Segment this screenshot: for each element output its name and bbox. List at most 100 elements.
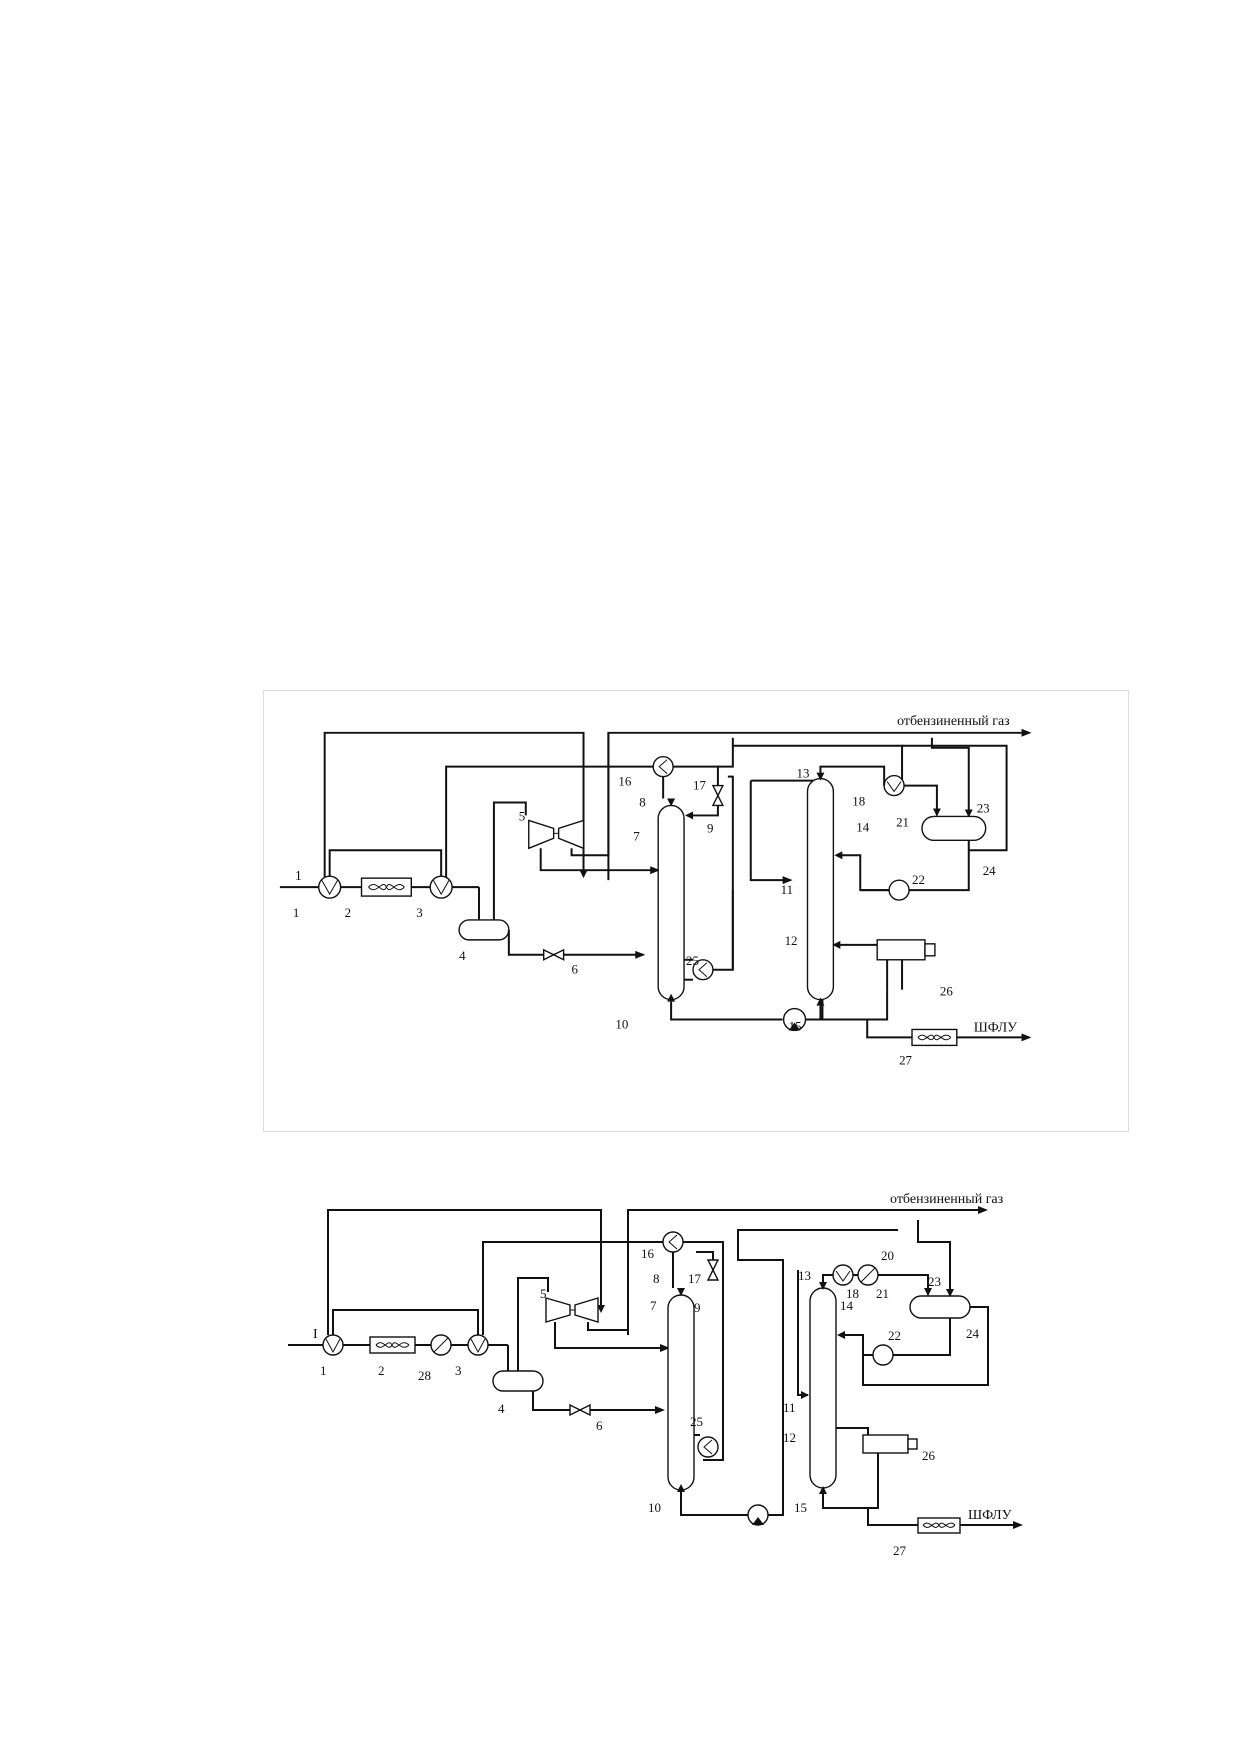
stripped-gas-arrow bbox=[1021, 728, 1032, 737]
ngl-line bbox=[866, 1019, 913, 1039]
reboiler-26b bbox=[836, 1427, 918, 1475]
eq-label-2-4: 4 bbox=[498, 1401, 505, 1416]
heat-exchanger-1b bbox=[322, 1334, 344, 1356]
eq-label-15: 15 bbox=[789, 1018, 802, 1033]
heat-exchanger-3b bbox=[467, 1334, 489, 1356]
turboexpander-5b bbox=[545, 1297, 670, 1352]
eq-label-22: 22 bbox=[912, 872, 925, 887]
arrow-down-1 bbox=[579, 870, 588, 879]
feed-label: 1 bbox=[295, 869, 302, 884]
pump-reflux bbox=[860, 879, 910, 901]
column-12-bottom-line bbox=[819, 989, 889, 1021]
air-cooler-2 bbox=[360, 877, 412, 897]
eq-label-2-21: 21 bbox=[876, 1286, 889, 1301]
pump-1b bbox=[737, 1229, 898, 1526]
eq-label-4: 4 bbox=[459, 948, 466, 963]
stabilizer-column-12 bbox=[806, 772, 835, 1006]
eq-label-2-9: 9 bbox=[694, 1300, 701, 1315]
reflux-drum-22b bbox=[837, 1220, 989, 1386]
eq-label-3: 3 bbox=[416, 905, 422, 920]
eq-label-2-14: 14 bbox=[840, 1298, 854, 1313]
eq-label-23: 23 bbox=[977, 800, 990, 815]
eq-label-11: 11 bbox=[781, 882, 793, 897]
eq-label-13: 13 bbox=[797, 766, 810, 781]
eq-label-7: 7 bbox=[633, 828, 640, 843]
eq-label-2-12: 12 bbox=[783, 1430, 796, 1445]
eq-label-18: 18 bbox=[852, 793, 865, 808]
deethanizer-column-7b bbox=[667, 1288, 748, 1516]
eq-label-2-2: 2 bbox=[378, 1363, 385, 1378]
eq-label-2-13: 13 bbox=[798, 1268, 811, 1283]
heat-exchanger-16b bbox=[662, 1231, 724, 1461]
eq-label-10: 10 bbox=[615, 1016, 628, 1031]
eq-label-1: 1 bbox=[293, 905, 299, 920]
heat-exchanger-1 bbox=[318, 875, 342, 899]
column-7-top-line bbox=[717, 737, 734, 768]
feed-line bbox=[279, 886, 480, 920]
eq-label-2-16: 16 bbox=[641, 1246, 655, 1261]
eq-label-2-15: 15 bbox=[794, 1500, 807, 1515]
air-cooler-2b bbox=[369, 1336, 416, 1354]
eq-label-16: 16 bbox=[618, 774, 631, 789]
ngl-label: ШФЛУ bbox=[974, 1020, 1017, 1035]
pump-reflux-b bbox=[872, 1344, 894, 1366]
gas-return-line-1b bbox=[327, 1209, 602, 1335]
heat-exchanger-18b bbox=[822, 1264, 858, 1286]
ngl-line-2 bbox=[867, 1508, 918, 1526]
eq-label-24: 24 bbox=[983, 863, 996, 878]
eq-label-14: 14 bbox=[856, 819, 869, 834]
stripped-gas-label: отбензиненный газ bbox=[897, 714, 1010, 729]
eq-label-2-24: 24 bbox=[966, 1326, 980, 1341]
eq-label-2-27: 27 bbox=[893, 1543, 907, 1558]
eq-label-17: 17 bbox=[693, 778, 706, 793]
heat-exchanger-25b bbox=[694, 1434, 719, 1458]
diagram-2-svg: отбензиненный газ ШФЛУ I 1 2 28 3 4 5 6 … bbox=[288, 1192, 1023, 1558]
eq-label-27: 27 bbox=[899, 1052, 912, 1067]
diagram-1-svg: отбензиненный газ ШФЛУ 1 1 2 3 4 5 6 7 8… bbox=[279, 714, 1032, 1067]
stabilizer-column-12b bbox=[809, 1282, 879, 1509]
arrow-feed-12 bbox=[782, 876, 793, 885]
stripped-gas-label-2: отбензиненный газ bbox=[890, 1192, 1004, 1207]
eq-label-26: 26 bbox=[940, 984, 953, 999]
eq-label-2-8: 8 bbox=[653, 1271, 660, 1286]
heat-exchanger-3 bbox=[429, 875, 453, 899]
feed-label-2: I bbox=[313, 1327, 318, 1342]
valve-6 bbox=[542, 948, 565, 961]
reflux-drum-22 bbox=[834, 737, 1008, 892]
eq-label-2-28: 28 bbox=[418, 1368, 431, 1383]
ngl-label-2: ШФЛУ bbox=[968, 1508, 1012, 1523]
separator-4b bbox=[492, 1277, 665, 1414]
eq-label-2-25: 25 bbox=[690, 1414, 703, 1429]
eq-label-5: 5 bbox=[519, 808, 525, 823]
feed-column-12 bbox=[749, 780, 791, 882]
eq-label-2-3: 3 bbox=[455, 1363, 462, 1378]
heat-exchanger-20 bbox=[857, 1264, 932, 1296]
eq-label-25: 25 bbox=[686, 953, 699, 968]
reboiler-26 bbox=[832, 939, 936, 990]
feed-column-12b bbox=[797, 1270, 808, 1396]
heat-exchanger-16 bbox=[652, 756, 719, 799]
separator-4 bbox=[458, 801, 646, 959]
eq-label-2-11: 11 bbox=[783, 1400, 796, 1415]
process-flow-diagram-2: отбензиненный газ ШФЛУ I 1 2 28 3 4 5 6 … bbox=[278, 1190, 1058, 1620]
eq-label-2-22: 22 bbox=[888, 1328, 901, 1343]
turboexpander-5 bbox=[528, 732, 661, 875]
valve-17b bbox=[696, 1251, 720, 1281]
eq-label-2-5: 5 bbox=[540, 1286, 547, 1301]
eq-label-2-7: 7 bbox=[650, 1298, 657, 1313]
heat-exchanger-28 bbox=[430, 1334, 452, 1356]
eq-label-2: 2 bbox=[345, 905, 351, 920]
eq-label-2-17: 17 bbox=[688, 1271, 702, 1286]
eq-label-2-23: 23 bbox=[928, 1274, 941, 1289]
bypass-line bbox=[328, 849, 443, 878]
stripped-gas-line-2 bbox=[627, 1209, 978, 1335]
deethanizer-column-7 bbox=[657, 798, 783, 1021]
eq-label-2-1: 1 bbox=[320, 1363, 327, 1378]
air-cooler-27b bbox=[917, 1517, 1023, 1534]
air-cooler-27 bbox=[911, 1028, 1032, 1047]
eq-label-21: 21 bbox=[896, 814, 909, 829]
valve-17 bbox=[685, 784, 725, 820]
process-flow-diagram-1: отбензиненный газ ШФЛУ 1 1 2 3 4 5 6 7 8… bbox=[263, 690, 1129, 1132]
bypass-line-2 bbox=[332, 1309, 479, 1335]
eq-label-9: 9 bbox=[707, 820, 713, 835]
